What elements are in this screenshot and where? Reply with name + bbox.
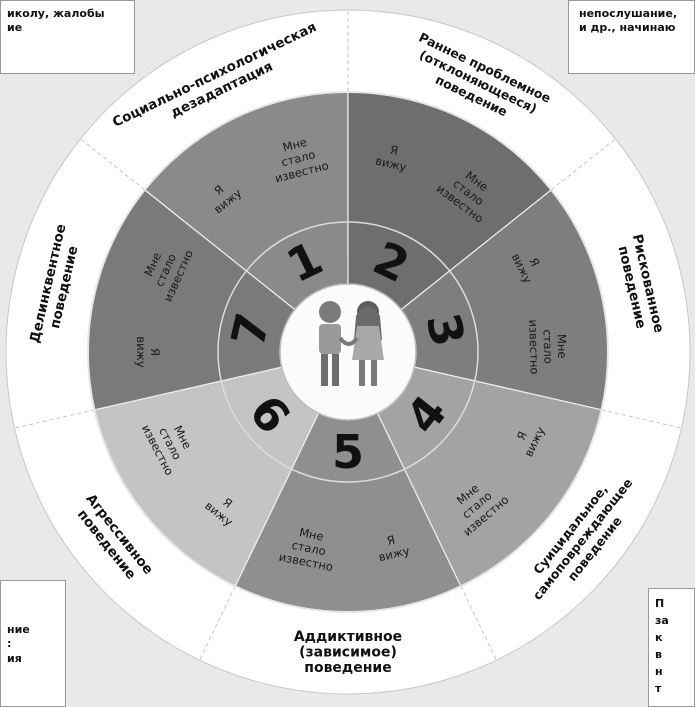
inner-text-line: известно: [526, 319, 541, 374]
inner-text-line: Я: [148, 348, 162, 356]
segment-label-line: (зависимое): [299, 644, 397, 660]
segment-label-line: Аддиктивное: [294, 629, 402, 645]
inner-text-line: вижу: [377, 543, 411, 564]
bottom-right-note-line: к: [655, 631, 663, 645]
inner-text-line: стало: [290, 538, 327, 558]
segment-label-line: поведение: [304, 660, 391, 676]
bottom-left-note: ние : ия: [0, 580, 66, 707]
inner-text-line: стало: [540, 329, 555, 364]
bottom-right-note-line: н: [655, 665, 663, 679]
inner-text-line: Мне: [281, 135, 308, 155]
bottom-right-note: П за к в н т: [648, 588, 695, 707]
bottom-left-note-line: ние: [7, 623, 30, 636]
bottom-right-note-line: за: [655, 614, 669, 628]
bottom-right-note-line: т: [655, 682, 662, 696]
top-left-note-line: ие: [7, 21, 23, 35]
top-left-note-line: иколу, жалобы: [7, 7, 105, 20]
children-holding-hands-icon: [279, 283, 417, 421]
inner-text-line: Мне: [298, 525, 325, 544]
bottom-left-note-line: ия: [7, 651, 22, 665]
segment-5-label: Аддиктивное(зависимое)поведение: [294, 629, 402, 676]
inner-text-line: вижу: [134, 336, 148, 368]
segment-5-number: 5: [332, 425, 364, 479]
inner-text-line: Мне: [555, 334, 570, 359]
bottom-right-note-line: в: [655, 648, 662, 662]
bottom-left-note-line: :: [7, 637, 12, 651]
middle-ring: [87, 91, 609, 613]
top-right-note-line: и др., начинаю: [579, 21, 676, 35]
bottom-right-note-line: П: [655, 597, 665, 610]
top-left-note: иколу, жалобы ие: [0, 0, 135, 74]
inner-text-line: вижу: [374, 154, 408, 175]
inner-text-line: Я: [385, 532, 396, 547]
inner-text-line: Я: [389, 142, 400, 157]
number-ring: [217, 221, 479, 483]
top-right-note-line: непослушание,: [579, 7, 678, 20]
